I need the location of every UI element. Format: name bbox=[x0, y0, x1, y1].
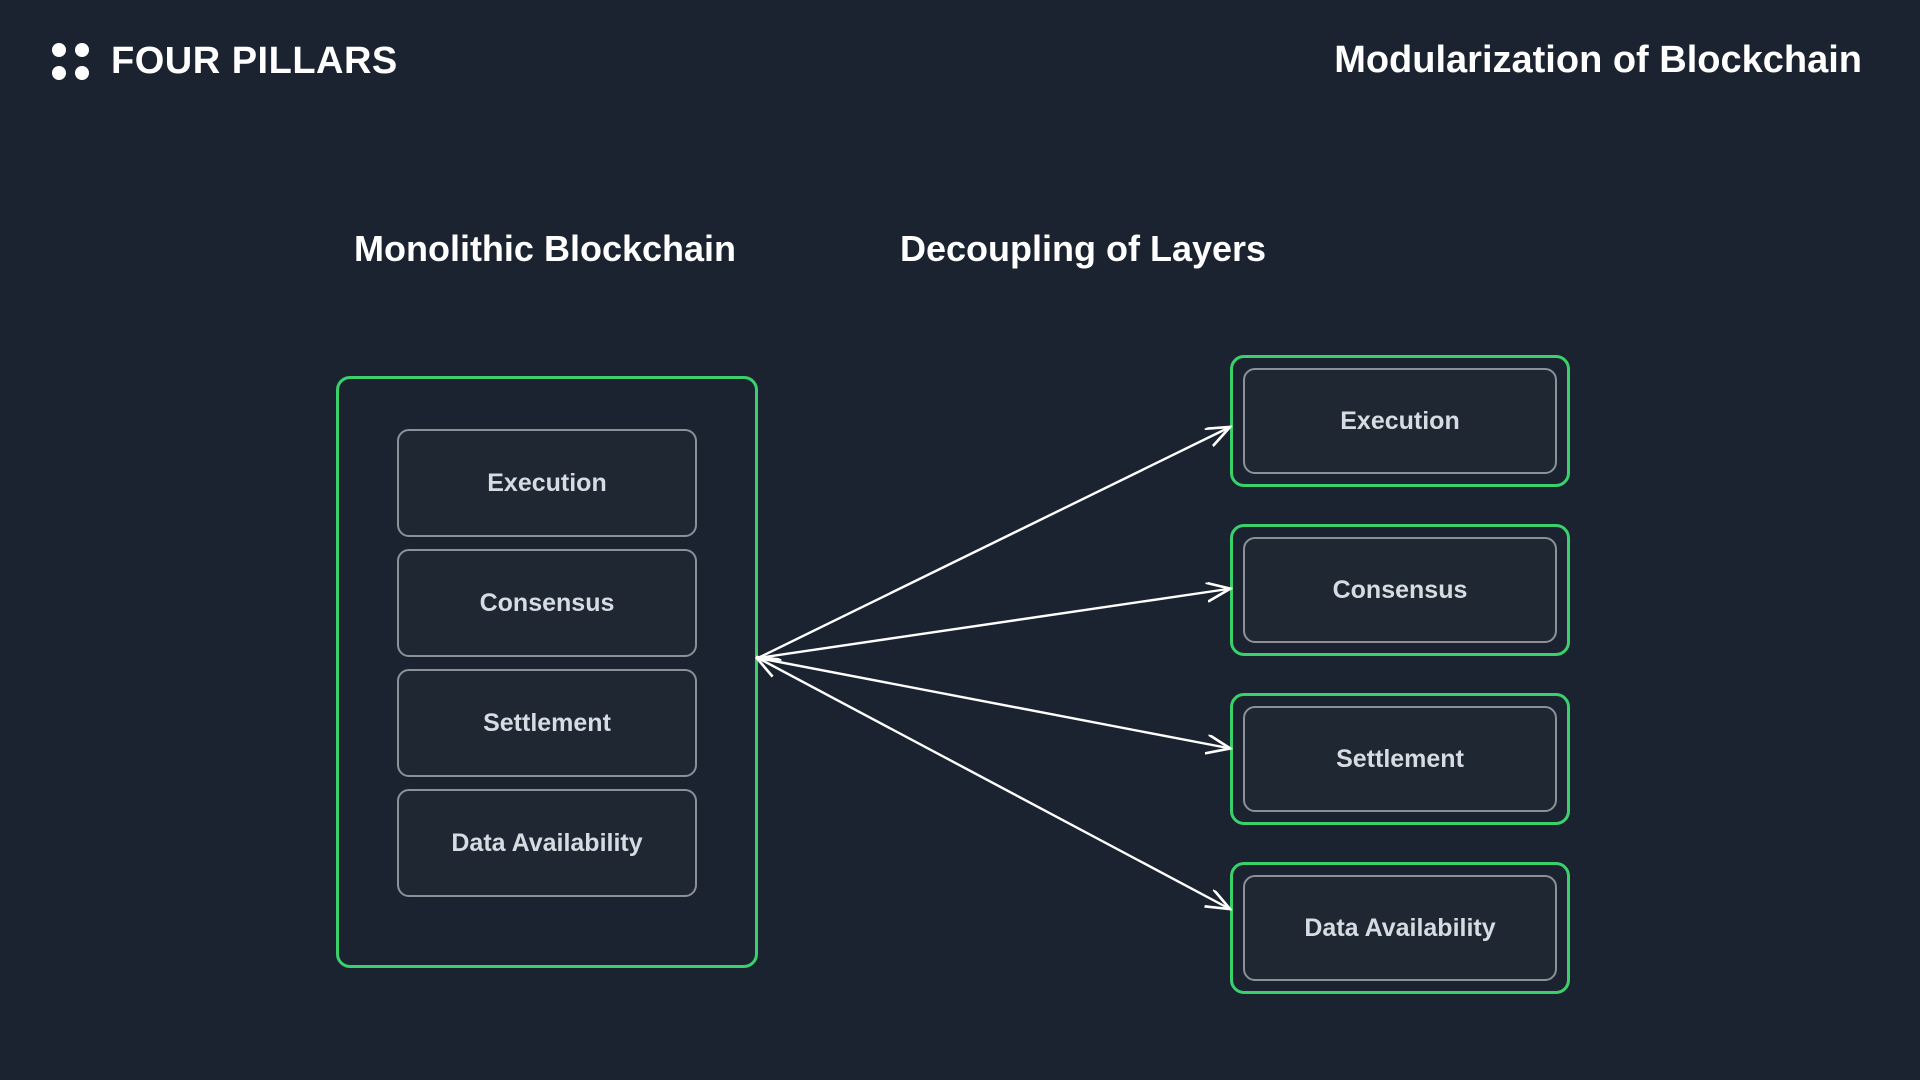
arrow-to-settlement bbox=[757, 656, 1228, 748]
decoupled-layer-execution-label: Execution bbox=[1340, 406, 1460, 435]
monolithic-layer-execution-label: Execution bbox=[487, 468, 607, 497]
monolithic-layer-data-availability-label: Data Availability bbox=[451, 828, 643, 857]
arrow-to-data-availability bbox=[758, 658, 1228, 908]
monolithic-layer-settlement: Settlement bbox=[397, 669, 697, 777]
decoupled-layers-stack: Execution Consensus Settlement Data Avai… bbox=[1230, 355, 1570, 994]
monolithic-layer-execution: Execution bbox=[397, 429, 697, 537]
decoupled-layer-data-availability-label: Data Availability bbox=[1304, 913, 1496, 942]
slide-title: Modularization of Blockchain bbox=[1334, 39, 1862, 81]
monolithic-blockchain-container: Execution Consensus Settlement Data Avai… bbox=[336, 376, 758, 968]
decoupled-layer-consensus-inner: Consensus bbox=[1243, 537, 1557, 643]
monolithic-column-heading: Monolithic Blockchain bbox=[353, 228, 737, 269]
decoupled-layer-settlement: Settlement bbox=[1230, 693, 1570, 825]
decoupled-layer-settlement-inner: Settlement bbox=[1243, 706, 1557, 812]
monolithic-layer-consensus: Consensus bbox=[397, 549, 697, 657]
decoupled-layer-data-availability-inner: Data Availability bbox=[1243, 875, 1557, 981]
decoupled-layer-execution: Execution bbox=[1230, 355, 1570, 487]
monolithic-layer-data-availability: Data Availability bbox=[397, 789, 697, 897]
decoupled-layer-settlement-label: Settlement bbox=[1336, 744, 1464, 773]
arrow-to-execution bbox=[757, 428, 1228, 660]
monolithic-layer-consensus-label: Consensus bbox=[479, 588, 615, 617]
decoupled-layer-consensus-label: Consensus bbox=[1332, 575, 1468, 604]
four-dot-grid-icon bbox=[52, 42, 89, 80]
decoupled-layer-data-availability: Data Availability bbox=[1230, 862, 1570, 994]
brand-logo: FOUR PILLARS bbox=[52, 42, 398, 80]
monolithic-layer-settlement-label: Settlement bbox=[483, 708, 611, 737]
decoupled-layer-consensus: Consensus bbox=[1230, 524, 1570, 656]
arrow-to-consensus bbox=[757, 589, 1228, 660]
brand-name: FOUR PILLARS bbox=[111, 40, 398, 82]
arrow-group bbox=[758, 428, 1228, 908]
decoupled-layer-execution-inner: Execution bbox=[1243, 368, 1557, 474]
decoupled-column-heading: Decoupling of Layers bbox=[900, 228, 1267, 269]
